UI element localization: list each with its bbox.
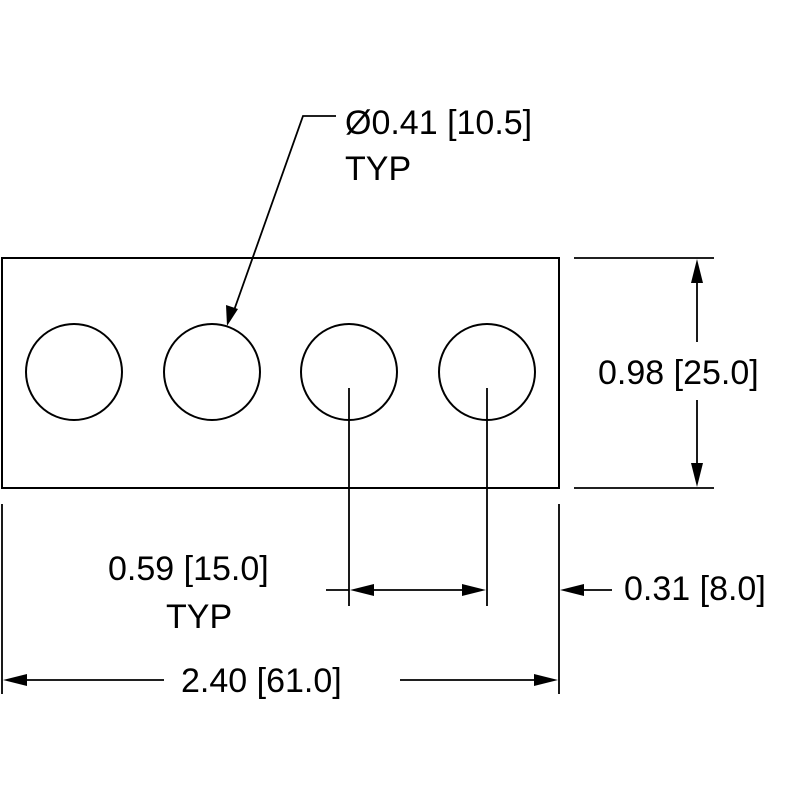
hole-diameter-typ-label: TYP: [345, 150, 411, 188]
hole-1: [25, 323, 123, 421]
length-arrow-left: [3, 674, 27, 686]
height-dimension: 0.98 [25.0]: [574, 257, 759, 489]
hole-2: [163, 323, 261, 421]
overall-length-dimension: 2.40 [61.0]: [1, 504, 560, 700]
pitch-arrow-left: [350, 584, 374, 596]
overall-length-label: 2.40 [61.0]: [181, 662, 342, 700]
edge-offset-arrow: [560, 584, 584, 596]
hole-diameter-label: Ø0.41 [10.5]: [345, 104, 532, 142]
height-arrow-top: [691, 259, 703, 283]
height-label: 0.98 [25.0]: [598, 354, 759, 392]
height-arrow-bottom: [691, 463, 703, 487]
length-arrow-right: [534, 674, 558, 686]
hole-diameter-callout: Ø0.41 [10.5] TYP: [226, 104, 532, 326]
pitch-dimension: 0.59 [15.0] TYP: [108, 388, 488, 636]
edge-offset-dimension: 0.31 [8.0]: [560, 570, 766, 608]
pitch-arrow-right: [462, 584, 486, 596]
diameter-leader-line: [231, 115, 336, 317]
diameter-leader-arrowhead: [226, 305, 238, 326]
edge-offset-label: 0.31 [8.0]: [624, 570, 766, 608]
pitch-typ-label: TYP: [166, 598, 232, 636]
plate-outline: [1, 257, 560, 489]
pitch-label: 0.59 [15.0]: [108, 550, 269, 588]
